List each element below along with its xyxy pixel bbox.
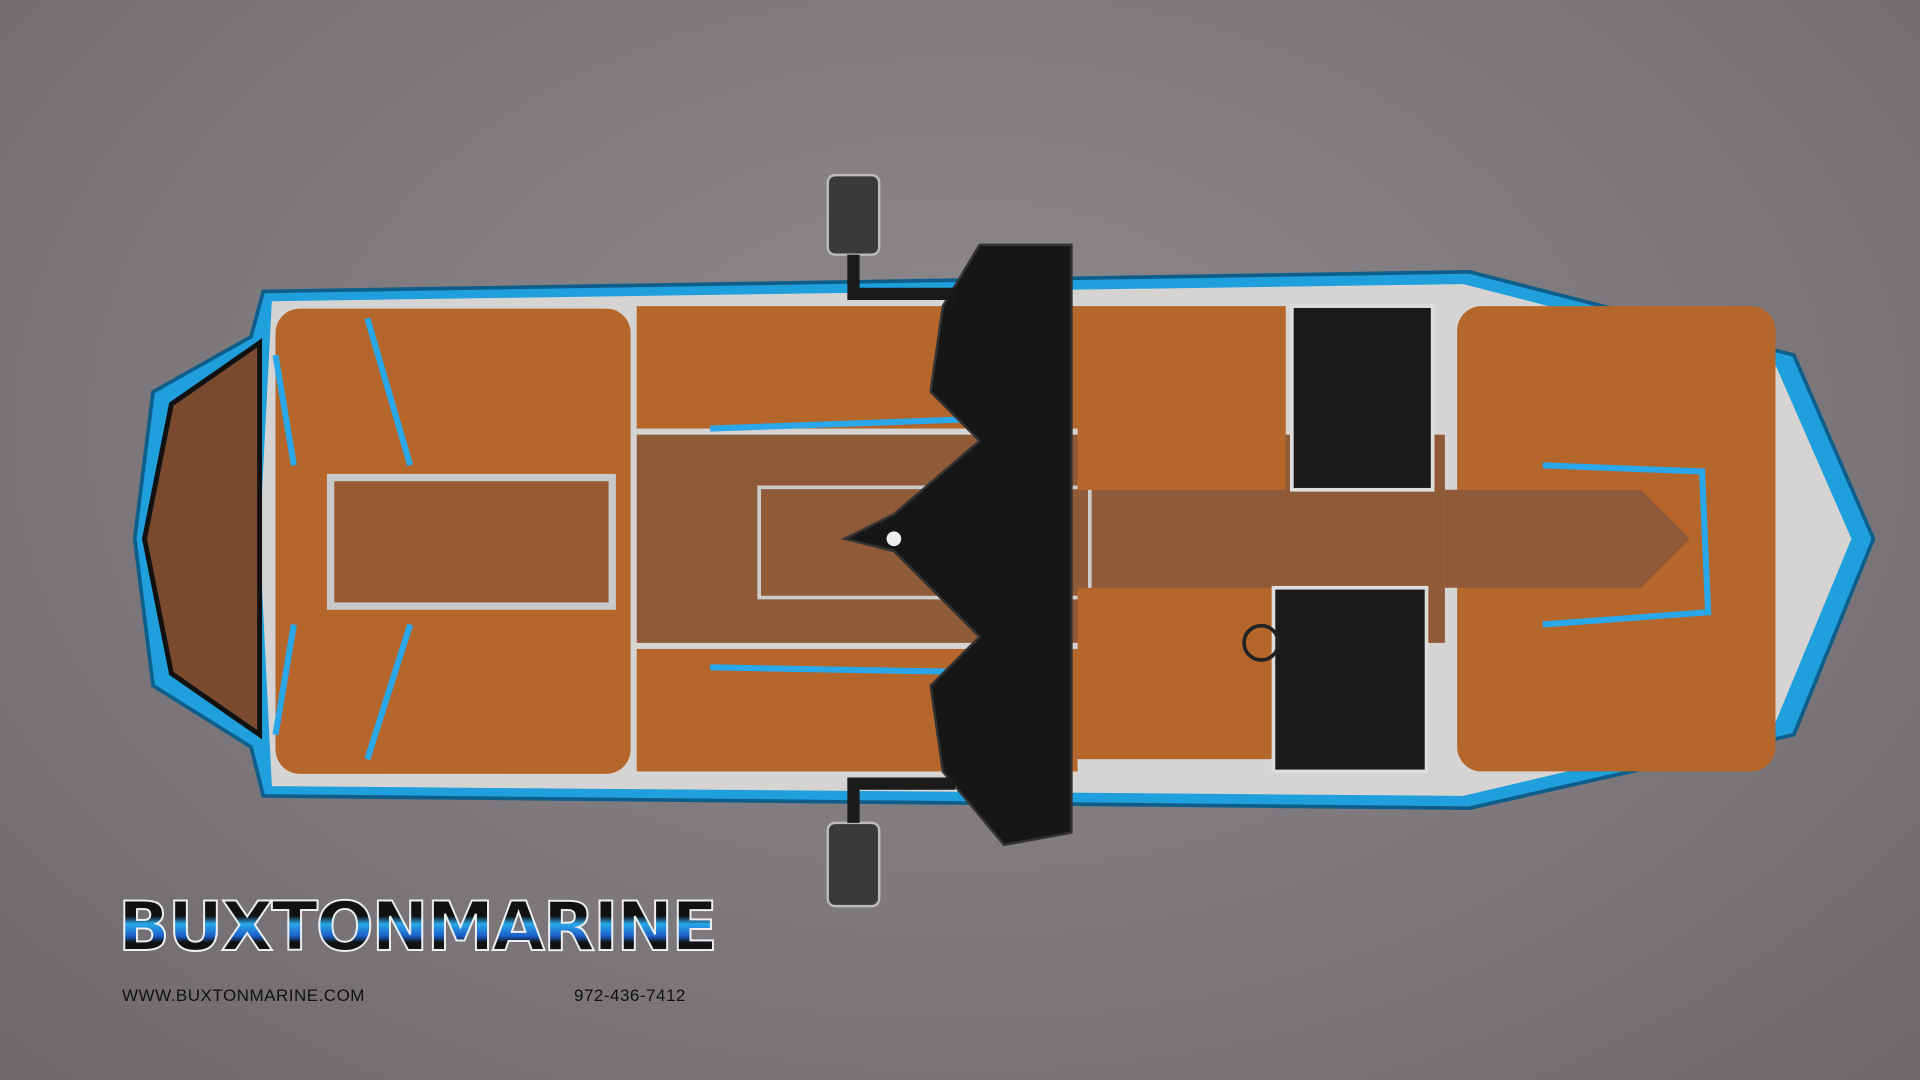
tower-light bbox=[886, 531, 902, 547]
sun-pad bbox=[326, 473, 616, 610]
bow-floor bbox=[1444, 489, 1690, 588]
logo-phone: 972-436-7412 bbox=[574, 986, 686, 1005]
swim-platform bbox=[141, 338, 263, 740]
buxton-marine-logo: BUXTONMARINE WWW.BUXTONMARINE.COM 972-43… bbox=[117, 887, 719, 1006]
wakeboard-tower bbox=[841, 243, 1073, 847]
observer-console bbox=[1290, 304, 1435, 492]
helm-console bbox=[1271, 585, 1429, 774]
observer-seat bbox=[1077, 306, 1286, 490]
driver-seat bbox=[1077, 587, 1274, 760]
logo-wordmark: BUXTONMARINE bbox=[117, 887, 719, 968]
logo-website: WWW.BUXTONMARINE.COM bbox=[122, 986, 365, 1005]
board-rack-port bbox=[826, 173, 881, 256]
accent-lines bbox=[272, 317, 1712, 761]
steering-wheel bbox=[1242, 623, 1281, 662]
board-rack-starboard bbox=[826, 821, 881, 908]
